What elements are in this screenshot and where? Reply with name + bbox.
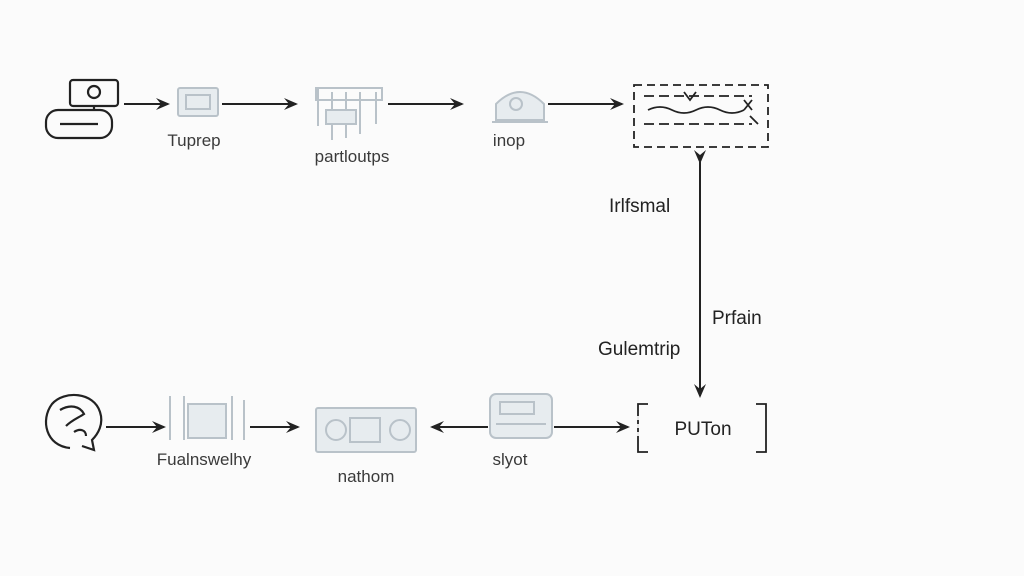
computer-terminal-icon <box>44 78 120 140</box>
node-label-bottom-1: Fualnswelhy <box>156 450 252 469</box>
head-profile-icon <box>44 393 103 452</box>
output-bracket-box <box>637 403 767 453</box>
dome-device-icon <box>492 91 548 123</box>
tools-frame-icon <box>169 396 245 440</box>
connector-label-left: Gulemtrip <box>598 339 681 360</box>
framed-panel-icon <box>177 87 219 117</box>
connector-label-upper: Irlfsmal <box>609 196 671 217</box>
node-label-top-1: Tuprep <box>167 131 221 150</box>
node-label-bottom-2: nathom <box>337 467 395 486</box>
server-rack-icon <box>315 87 383 140</box>
output-box-label: PUTon <box>674 419 732 440</box>
node-label-top-3: inop <box>492 131 526 150</box>
connector-label-right: Prfain <box>712 308 762 329</box>
console-device-icon <box>489 393 553 439</box>
gauge-panel-icon <box>315 407 417 453</box>
node-label-top-2: partloutps <box>314 147 390 166</box>
node-label-bottom-3: slyot <box>492 450 528 469</box>
dashed-document-icon <box>633 84 769 148</box>
